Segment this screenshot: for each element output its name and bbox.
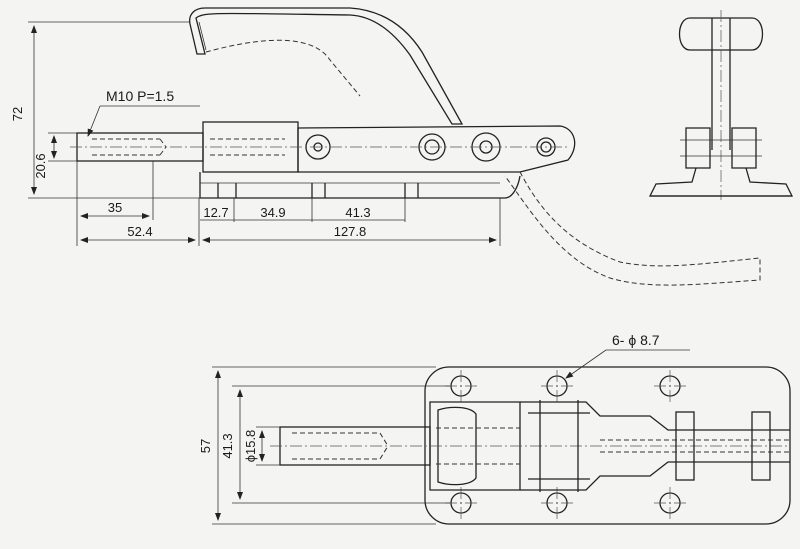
end-view-link-right [731, 127, 757, 169]
dim-57: 57 [198, 439, 213, 453]
end-view-handle [678, 17, 764, 51]
base-plate [199, 172, 521, 199]
handle-grip [198, 21, 207, 51]
dim-20-6: 20.6 [33, 153, 48, 178]
end-view [648, 10, 794, 200]
dim-12-7: 12.7 [203, 205, 228, 220]
thread-label: M10 P=1.5 [106, 88, 174, 104]
side-view: 72 20.6 35 52.4 12.7 34.9 41.3 127.8 M10… [10, 7, 761, 286]
handle-lowered [504, 171, 761, 286]
linkage-arm [297, 125, 576, 173]
dim-41-3-plan: 41.3 [220, 433, 235, 458]
end-view-link-left [685, 127, 711, 169]
plan-pivot-block [675, 411, 695, 481]
dim-52-4: 52.4 [127, 224, 152, 239]
plan-link-bottom [520, 461, 790, 491]
dim-34-9: 34.9 [260, 205, 285, 220]
mounting-holes [445, 370, 686, 519]
dim-35: 35 [108, 200, 122, 215]
holes-label: 6- ϕ 8.7 [612, 332, 660, 348]
handle-hidden-edge [205, 39, 361, 97]
dim-41-3: 41.3 [345, 205, 370, 220]
base-plate-outline [424, 366, 791, 525]
plan-link-top [520, 401, 790, 431]
dim-dia-15-8: ϕ15.8 [243, 430, 258, 463]
dim-127-8: 127.8 [334, 224, 367, 239]
plan-view: 6- ϕ 8.7 57 41.3 ϕ15.8 [198, 332, 791, 525]
plan-guide-inner [437, 406, 477, 486]
dim-72: 72 [10, 107, 25, 121]
handle-outline [189, 7, 464, 125]
plan-pivot-block-2 [751, 411, 771, 481]
